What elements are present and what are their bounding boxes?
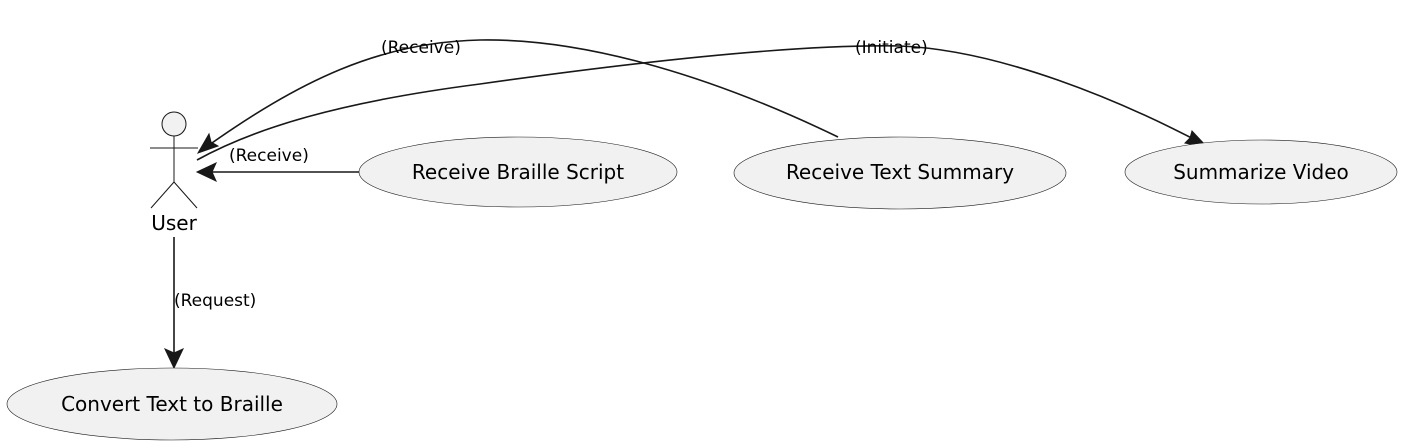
edge-receive-summary-arrowhead [196,132,220,154]
usecase-shape [6,367,338,441]
actor-right-leg [173,181,198,209]
usecase-label: Receive Text Summary [786,160,1014,184]
usecase-receive-text-summary[interactable]: Receive Text Summary [733,136,1067,210]
usecase-label: Summarize Video [1173,160,1349,184]
usecase-shape [733,136,1067,210]
actor-head [161,111,187,137]
actor-left-leg [150,181,175,209]
usecase-receive-braille-script[interactable]: Receive Braille Script [358,136,678,208]
edge-receive-braille: (Receive) [195,146,361,183]
usecase-shape [358,136,678,208]
usecase-convert-text-to-braille[interactable]: Convert Text to Braille [6,367,338,441]
usecase-shape [1124,139,1398,205]
edge-request-label: (Request) [174,291,256,311]
edge-initiate: (Initiate) [196,38,1209,161]
edge-receive-summary-label: (Receive) [381,38,461,58]
edge-receive-braille-arrowhead [195,161,218,183]
actor-label: User [151,211,197,235]
usecase-label: Convert Text to Braille [61,392,283,416]
usecase-summarize-video[interactable]: Summarize Video [1124,139,1398,205]
edge-receive-summary: (Receive) [196,38,839,154]
edge-initiate-line [196,45,1206,161]
usecase-label: Receive Braille Script [412,160,624,184]
edge-request-arrowhead [163,347,185,370]
actor-user[interactable]: User [150,111,198,235]
edge-initiate-label: (Initiate) [855,38,928,58]
edge-receive-braille-label: (Receive) [229,146,309,166]
edge-receive-summary-line [201,39,839,151]
edge-request: (Request) [163,237,256,370]
